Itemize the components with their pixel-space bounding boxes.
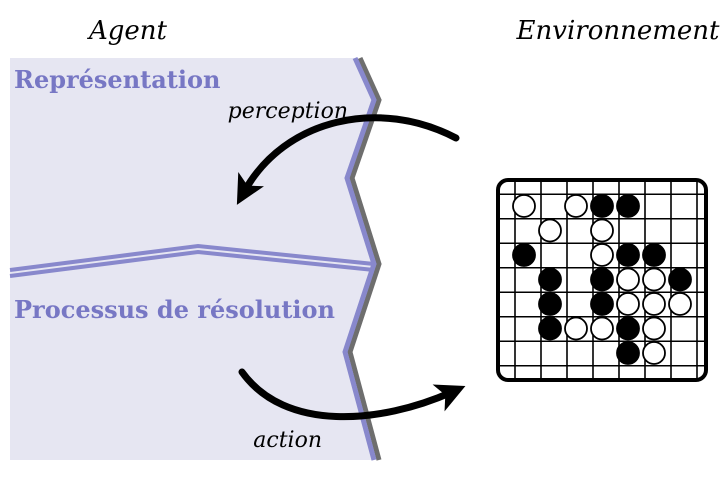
white-stone bbox=[538, 218, 562, 243]
black-stone bbox=[616, 243, 640, 267]
white-stone bbox=[668, 292, 692, 316]
black-stone bbox=[590, 292, 614, 316]
black-stone bbox=[616, 341, 640, 365]
panel-divider bbox=[9, 243, 375, 272]
black-stone bbox=[590, 194, 614, 218]
action-label: action bbox=[253, 428, 322, 453]
white-stone bbox=[642, 316, 666, 341]
action-arrow bbox=[238, 368, 466, 421]
black-stone bbox=[538, 267, 562, 292]
white-stone bbox=[642, 267, 666, 292]
white-stone bbox=[616, 292, 640, 316]
white-stone bbox=[642, 341, 666, 365]
white-stone bbox=[564, 316, 588, 341]
board-stones bbox=[512, 194, 692, 365]
agent-panel-edge bbox=[342, 56, 377, 461]
white-stone bbox=[642, 292, 666, 316]
perception-label: perception bbox=[228, 99, 348, 124]
board-grid bbox=[500, 182, 704, 378]
environment-title: Environnement bbox=[516, 16, 720, 46]
black-stone bbox=[538, 292, 562, 316]
white-stone bbox=[564, 194, 588, 218]
black-stone bbox=[668, 267, 692, 292]
panel-divider-shadow bbox=[9, 249, 375, 278]
white-stone bbox=[512, 194, 536, 218]
black-stone bbox=[616, 316, 640, 341]
black-stone bbox=[642, 243, 666, 267]
go-board bbox=[496, 178, 708, 382]
resolution-label: Processus de résolution bbox=[14, 295, 335, 324]
white-stone bbox=[590, 243, 614, 267]
black-stone bbox=[512, 243, 536, 267]
agent-panel-shadow-edge bbox=[347, 56, 382, 461]
white-stone bbox=[616, 267, 640, 292]
representation-label: Représentation bbox=[14, 65, 220, 94]
white-stone bbox=[590, 316, 614, 341]
black-stone bbox=[538, 316, 562, 341]
agent-title: Agent bbox=[87, 16, 168, 46]
agent-panel bbox=[10, 58, 374, 460]
white-stone bbox=[590, 218, 614, 243]
black-stone bbox=[590, 267, 614, 292]
perception-arrow bbox=[236, 114, 460, 205]
black-stone bbox=[616, 194, 640, 218]
